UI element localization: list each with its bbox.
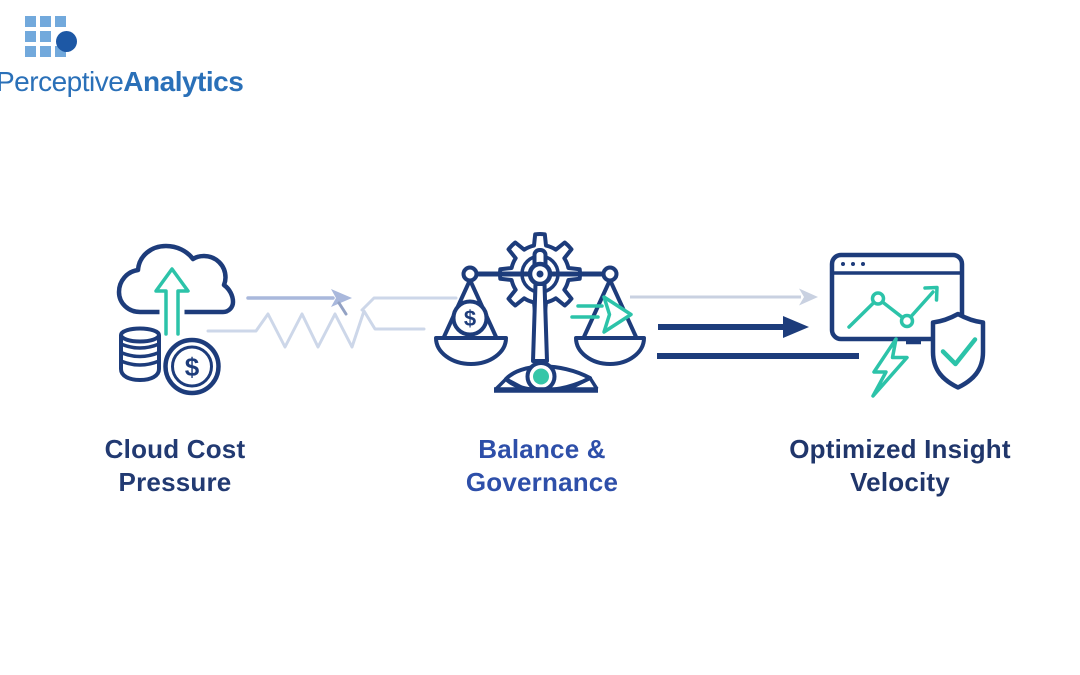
brand-name: PerceptiveAnalytics [0,66,244,98]
logo-squares-grid-icon [25,16,66,57]
step-label-cloud-cost-pressure: Cloud Cost Pressure [55,433,295,499]
brand-name-bold: Analytics [123,66,244,97]
flow-arrow-bold-icon [658,316,809,338]
step-label-line: Optimized Insight [789,434,1011,464]
cloud-upload-icon [116,243,236,336]
flow-arrow-light-left-icon [246,289,352,316]
right-hanger [581,279,612,340]
speed-arrow-icon [570,295,633,334]
lightning-bolt-icon [871,337,909,398]
logo-dot-icon [56,31,77,52]
coin-stack-icon [119,326,161,383]
dollar-coin-icon: $ [163,337,221,396]
step-label-line: Cloud Cost [104,434,246,464]
step-label-line: Pressure [118,467,232,497]
left-pan [434,336,508,366]
browser-window-icon [829,252,965,342]
eye-icon [494,361,599,393]
scale-post [531,282,549,363]
perceptive-analytics-logo: PerceptiveAnalytics [0,0,300,110]
step-label-optimized-insight-velocity: Optimized Insight Velocity [758,433,1042,499]
upload-arrow-icon [149,262,195,336]
trend-chart-icon [847,285,939,329]
dollar-symbol: $ [464,306,476,331]
step-label-line: Velocity [850,467,950,497]
step-label-line: Balance & [478,434,606,464]
balance-scale-icon: $ [434,232,646,393]
volatility-zigzag-line [206,296,458,349]
shield-check-icon [930,311,986,390]
brand-name-regular: Perceptive [0,66,124,97]
step-label-line: Governance [465,467,619,497]
checkmark-icon [940,337,978,367]
step-label-balance-governance: Balance & Governance [422,433,662,499]
right-pan [574,336,646,366]
dollar-weight-icon: $ [451,299,489,337]
dollar-symbol: $ [185,352,200,382]
flow-arrow-light-right-icon [630,288,818,306]
